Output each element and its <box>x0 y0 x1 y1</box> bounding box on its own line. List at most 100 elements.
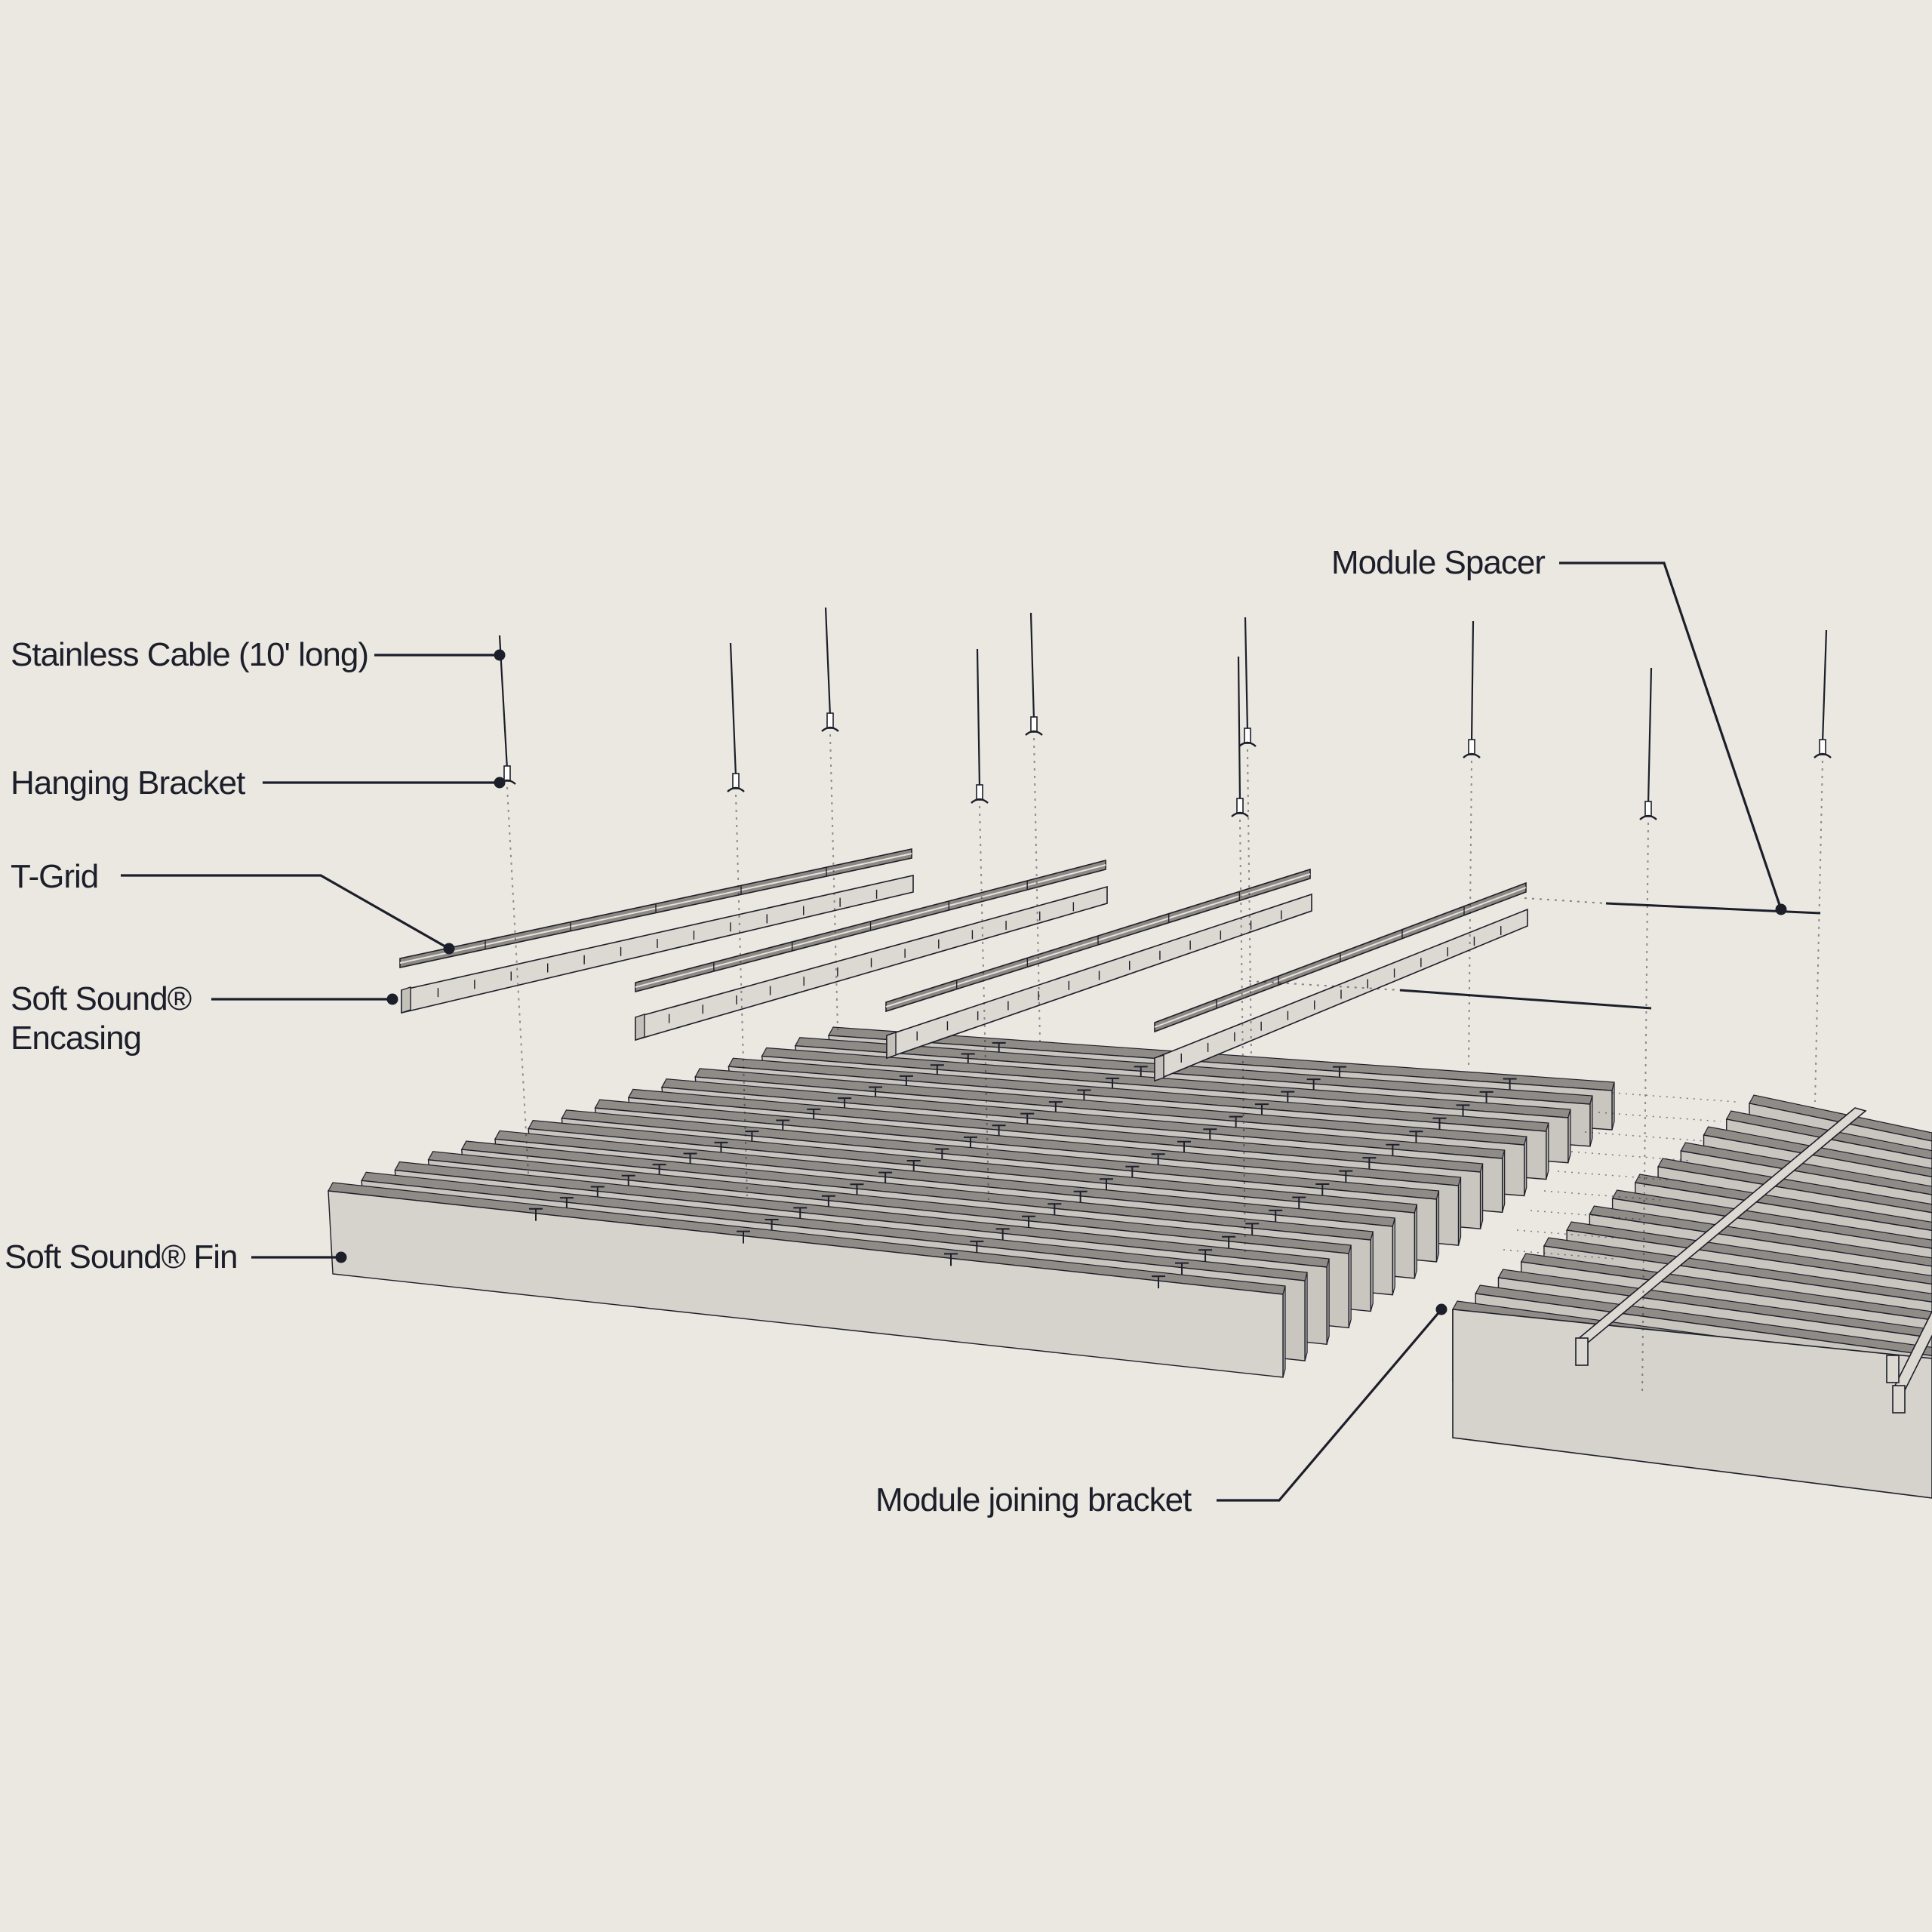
leader-encasing-dot <box>386 993 398 1005</box>
cable-gripper <box>1244 728 1251 744</box>
label-encasing-line-2: Encasing <box>11 1020 142 1057</box>
stainless-cable <box>1244 617 1249 732</box>
fin-clip-bracket <box>1099 1178 1113 1192</box>
fin-clip-bracket <box>1339 1170 1353 1183</box>
label-soft-sound-encasing: Soft Sound® Encasing <box>11 980 192 1058</box>
stainless-cable <box>1470 620 1475 743</box>
fin-clip-bracket <box>1456 1104 1470 1118</box>
alignment-dots <box>1598 1112 1721 1122</box>
leader-stainless-cable-dot <box>494 649 506 661</box>
stainless-cable <box>1821 629 1828 743</box>
cable-gripper <box>503 765 511 782</box>
fin-clip-bracket <box>970 1240 984 1254</box>
cable-gripper <box>826 712 834 729</box>
fin-clip-bracket <box>1222 1235 1236 1249</box>
leader-t-grid-dot <box>443 943 455 955</box>
alignment-dots <box>1530 1210 1646 1220</box>
fin-clip-bracket <box>529 1208 543 1221</box>
cable-drop-dotted <box>829 734 838 1031</box>
fin-clip-bracket <box>944 1253 958 1266</box>
fin-clip-bracket <box>850 1183 864 1197</box>
encasing-end-cap <box>1154 1054 1164 1081</box>
label-t-grid: T-Grid <box>11 858 99 895</box>
cable-drop-dotted <box>1033 737 1041 1042</box>
spacer-post <box>1575 1337 1589 1366</box>
fin-clip-bracket <box>1151 1153 1165 1167</box>
fin-clip-bracket <box>1503 1078 1517 1091</box>
cable-drop-dotted <box>1641 822 1649 1397</box>
cable-gripper <box>1468 739 1475 755</box>
cable-gripper <box>976 784 983 801</box>
encasing-end-cap <box>401 986 411 1014</box>
leader-t-grid <box>121 874 450 950</box>
cable-gripper <box>1030 716 1038 733</box>
cable-drop-dotted <box>1814 760 1823 1103</box>
fin-module-right <box>1452 1092 1932 1499</box>
stainless-cable <box>729 642 737 777</box>
fin-clip-bracket <box>1362 1157 1377 1171</box>
fin-clip-bracket <box>1409 1131 1423 1144</box>
hanging-bracket <box>821 726 839 732</box>
label-module-joining-bracket: Module joining bracket <box>875 1481 1192 1518</box>
fin-clip-bracket <box>793 1207 808 1220</box>
leader-module-spacer <box>1559 561 1783 910</box>
fin-clip-bracket <box>1386 1143 1400 1157</box>
fin-clip-bracket <box>1073 1190 1088 1204</box>
label-soft-sound-fin: Soft Sound® Fin <box>5 1238 238 1275</box>
hanging-bracket <box>1231 811 1249 817</box>
fin-clip-bracket <box>1269 1209 1283 1223</box>
alignment-dots <box>1611 1092 1737 1103</box>
spacer-post <box>1886 1355 1900 1383</box>
hanging-bracket <box>971 798 989 804</box>
stainless-cables <box>498 607 1832 1397</box>
cable-gripper <box>1644 801 1652 817</box>
fin-clip-bracket <box>1292 1196 1306 1210</box>
spacer-pointer-dots <box>1248 980 1401 991</box>
fin-clip-bracket <box>1152 1275 1165 1289</box>
fin-clip-bracket <box>1229 1115 1243 1129</box>
leader-module-spacer-dot <box>1775 903 1787 915</box>
fin-clip-bracket <box>1479 1091 1494 1104</box>
fin-clip-bracket <box>1125 1165 1140 1179</box>
cable-drop-dotted <box>979 805 989 1201</box>
alignment-dots <box>1571 1151 1691 1161</box>
encasing-end-cap <box>635 1014 645 1041</box>
label-stainless-cable: Stainless Cable (10' long) <box>11 636 369 673</box>
fin-clip-bracket <box>1432 1117 1447 1131</box>
leader-hanging-bracket-dot <box>494 777 506 789</box>
hanging-bracket <box>1639 814 1657 820</box>
spacer-pointer-line <box>1605 902 1821 915</box>
spacer-pointer-line <box>1399 989 1652 1010</box>
cable-drop-dotted <box>1239 819 1246 1257</box>
stainless-cable <box>1237 656 1241 802</box>
cable-gripper <box>1236 798 1244 814</box>
hanging-bracket <box>727 786 745 792</box>
spacer-post <box>1892 1385 1906 1414</box>
spacer-pointer-dots <box>1524 897 1607 904</box>
stainless-cable <box>976 648 981 789</box>
fin-clip-bracket <box>1198 1249 1213 1263</box>
hanging-bracket <box>1463 752 1481 758</box>
callout-leaders <box>121 561 1821 1502</box>
fin-front-panel <box>1452 1309 1932 1499</box>
leader-module-joining-bracket <box>1217 1308 1443 1502</box>
fin-clip-bracket <box>821 1195 835 1208</box>
fin-clip-bracket <box>1254 1103 1269 1117</box>
fin-module-left <box>328 1026 1615 1378</box>
t-grid-and-encasing-rails <box>399 848 1528 1082</box>
cable-gripper <box>732 773 740 789</box>
fin-clip-bracket <box>1203 1128 1217 1142</box>
fin-front-panel <box>328 1190 1284 1378</box>
fin-clip-bracket <box>1175 1262 1189 1275</box>
fin-clip-bracket <box>1021 1215 1035 1229</box>
leader-fin-dot <box>335 1251 347 1263</box>
cable-drop-dotted <box>1247 749 1252 1057</box>
cable-drop-dotted <box>1468 760 1472 1069</box>
fin-clip-bracket <box>1048 1203 1062 1217</box>
stainless-cable <box>1029 612 1035 721</box>
fin-clip-bracket <box>737 1230 750 1244</box>
cable-gripper <box>1819 739 1826 755</box>
encasing-end-cap <box>886 1032 897 1059</box>
